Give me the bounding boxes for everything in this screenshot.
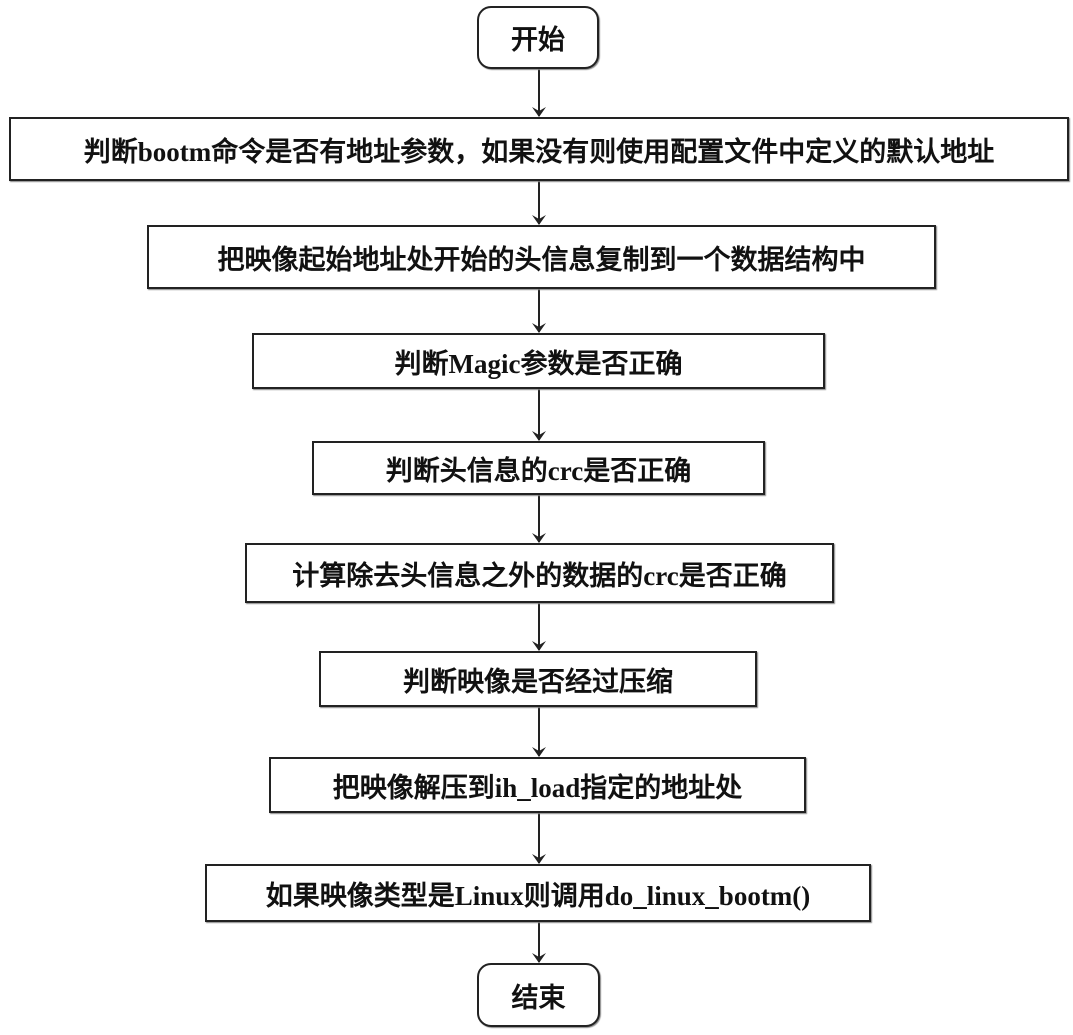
start-node: 开始 [477, 6, 599, 69]
step-check-magic: 判断Magic参数是否正确 [252, 333, 825, 389]
end-node: 结束 [477, 963, 600, 1027]
step-check-bootm-address: 判断bootm命令是否有地址参数，如果没有则使用配置文件中定义的默认地址 [9, 117, 1069, 181]
step-check-data-crc: 计算除去头信息之外的数据的crc是否正确 [245, 543, 834, 603]
step-check-header-crc: 判断头信息的crc是否正确 [312, 441, 765, 495]
step-copy-header: 把映像起始地址处开始的头信息复制到一个数据结构中 [147, 225, 936, 289]
step-decompress: 把映像解压到ih_load指定的地址处 [269, 757, 806, 813]
step-call-do-linux-bootm: 如果映像类型是Linux则调用do_linux_bootm() [205, 864, 871, 922]
step-check-compression: 判断映像是否经过压缩 [319, 651, 757, 707]
